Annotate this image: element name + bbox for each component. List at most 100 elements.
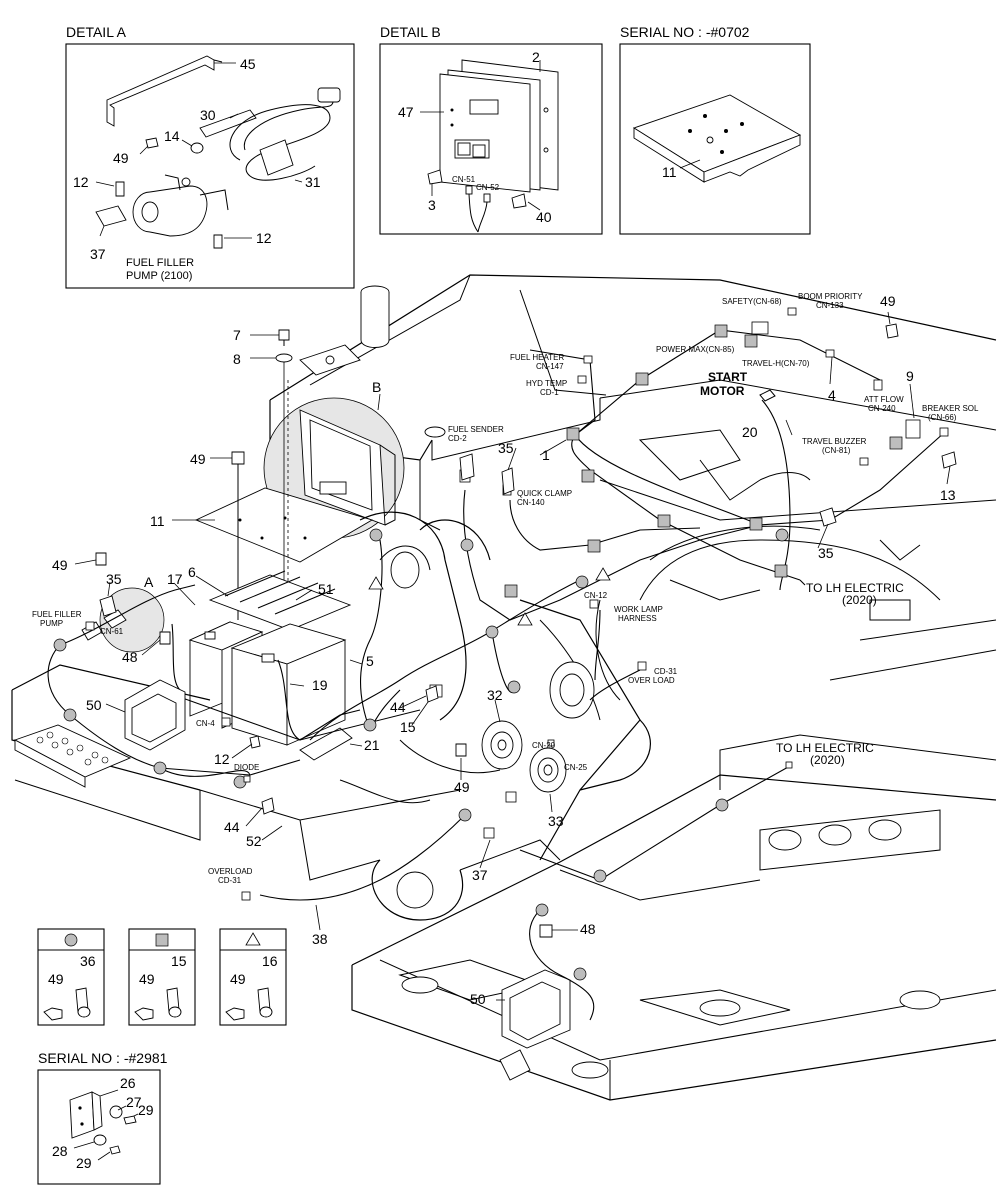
- part-4: 4: [828, 387, 836, 403]
- part-35-center: 35: [498, 440, 514, 456]
- label-cn12: CN-12: [584, 591, 608, 600]
- serial-2981-title: SERIAL NO : -#2981: [38, 1050, 168, 1066]
- detail-a-title: DETAIL A: [66, 24, 127, 40]
- legend-triangle-part-b: 16: [262, 953, 278, 969]
- part-20: 20: [742, 424, 758, 440]
- serial-2981-part-27: 27: [126, 1094, 142, 1110]
- part-13: 13: [940, 487, 956, 503]
- clamp-circle-markers: [53, 528, 789, 981]
- legend-square-part-b: 15: [171, 953, 187, 969]
- part-44-low: 44: [224, 819, 240, 835]
- label-safety: SAFETY(CN-68): [722, 297, 782, 306]
- legend-item-triangle: 49 16: [219, 928, 287, 1026]
- part-15: 15: [400, 719, 416, 735]
- label-power-max: POWER MAX(CN-85): [656, 345, 735, 354]
- part-35-right: 35: [818, 545, 834, 561]
- part-48-left: 48: [122, 649, 138, 665]
- detail-a-note: FUEL FILLER PUMP (2100): [126, 257, 197, 282]
- label-quick-clamp: QUICK CLAMP CN-140: [517, 489, 574, 507]
- serial-0702-inset: SERIAL NO : -#0702 11: [619, 24, 811, 235]
- detail-b-part-47: 47: [398, 104, 414, 120]
- part-9: 9: [906, 368, 914, 384]
- detail-a-part-45: 45: [240, 56, 256, 72]
- detail-b-cn51: CN-51: [452, 175, 476, 184]
- clamp-triangle-markers: [368, 567, 611, 626]
- label-overload-cd31: CD-31 OVER LOAD: [628, 667, 679, 685]
- part-38: 38: [312, 931, 328, 947]
- detail-a-part-12a: 12: [73, 174, 89, 190]
- main-assembly: 7 8 B 49 11 49 35 A 17 6 51 48 5 19 50 4…: [11, 274, 997, 1101]
- part-5: 5: [366, 653, 374, 669]
- label-start-motor: START MOTOR: [700, 370, 750, 398]
- label-boom-priority: BOOM PRIORITY CN-133: [798, 292, 865, 310]
- detail-a-part-14: 14: [164, 128, 180, 144]
- label-cn25: CN-25: [564, 763, 588, 772]
- clamp-square-markers: [504, 324, 903, 598]
- legend-item-square: 49 15: [128, 928, 196, 1026]
- callout-a: A: [144, 574, 154, 590]
- detail-b-inset: DETAIL B 2 47 3 40 CN-51 CN-52: [379, 24, 603, 235]
- label-fuel-sender: FUEL SENDER CD-2: [448, 425, 506, 443]
- legend-circle-part-b: 36: [80, 953, 96, 969]
- serial-2981-part-29a: 29: [138, 1102, 154, 1118]
- part-44-mid: 44: [390, 699, 406, 715]
- serial-2981-part-26: 26: [120, 1075, 136, 1091]
- connectors: [85, 307, 949, 901]
- part-6: 6: [188, 564, 196, 580]
- callout-b: B: [372, 379, 381, 395]
- serial-2981-part-28: 28: [52, 1143, 68, 1159]
- detail-a-part-12b: 12: [256, 230, 272, 246]
- label-fuel-heater: FUEL HEATER CN-147: [510, 353, 566, 371]
- part-19: 19: [312, 677, 328, 693]
- detail-b-part-2: 2: [532, 49, 540, 65]
- part-49-center: 49: [454, 779, 470, 795]
- detail-a-part-37: 37: [90, 246, 106, 262]
- legend-triangle-symbol: [245, 932, 261, 946]
- legend-circle-symbol: [64, 933, 78, 947]
- part-50-bottom: 50: [470, 991, 486, 1007]
- part-35-left: 35: [106, 571, 122, 587]
- label-breaker-sol: BREAKER SOL (CN-66): [922, 404, 980, 422]
- legend-triangle-part-a: 49: [230, 971, 246, 987]
- part-33: 33: [548, 813, 564, 829]
- detail-b-cn52: CN-52: [476, 183, 500, 192]
- serial-2981-part-29b: 29: [76, 1155, 92, 1171]
- part-17: 17: [167, 571, 183, 587]
- detail-a-part-31: 31: [305, 174, 321, 190]
- label-fuel-filler-pump: FUEL FILLER PUMP: [32, 610, 84, 628]
- serial-0702-part-11: 11: [662, 164, 677, 180]
- part-11: 11: [150, 513, 165, 529]
- label-cn4: CN-4: [196, 719, 215, 728]
- detail-b-part-3: 3: [428, 197, 436, 213]
- label-work-lamp-harness: WORK LAMP HARNESS: [614, 605, 665, 623]
- part-50-left: 50: [86, 697, 102, 713]
- label-hyd-temp: HYD TEMP CD-1: [526, 379, 569, 397]
- detail-b-part-40: 40: [536, 209, 552, 225]
- label-travel-buzzer: TRAVEL BUZZER (CN-81): [802, 437, 869, 455]
- detail-b-title: DETAIL B: [380, 24, 441, 40]
- label-cn61: CN-61: [100, 627, 124, 636]
- legend-circle-part-a: 49: [48, 971, 64, 987]
- label-cn20: CN-20: [532, 741, 556, 750]
- part-49-left: 49: [52, 557, 68, 573]
- part-21: 21: [364, 737, 380, 753]
- detail-a-part-49: 49: [113, 150, 129, 166]
- detail-a-inset: DETAIL A 45 30 14: [65, 24, 355, 289]
- part-51: 51: [318, 581, 334, 597]
- serial-2981-inset: SERIAL NO : -#2981 26 27 29 28 29: [37, 1050, 168, 1185]
- detail-a-part-30: 30: [200, 107, 216, 123]
- part-48-bottom: 48: [580, 921, 596, 937]
- part-7: 7: [233, 327, 241, 343]
- part-49-right: 49: [880, 293, 896, 309]
- part-8: 8: [233, 351, 241, 367]
- label-to-lh-electric-1: TO LH ELECTRIC (2020): [806, 581, 907, 607]
- label-to-lh-electric-2: TO LH ELECTRIC (2020): [776, 741, 877, 767]
- label-diode: DIODE: [234, 763, 259, 772]
- legend: 49 36 49 15 49 16: [37, 928, 287, 1026]
- part-37: 37: [472, 867, 488, 883]
- legend-square-symbol: [155, 933, 169, 947]
- part-32: 32: [487, 687, 503, 703]
- label-travel-hi: TRAVEL-H(CN-70): [742, 359, 810, 368]
- label-overload-bottom: OVERLOAD CD-31: [208, 867, 255, 885]
